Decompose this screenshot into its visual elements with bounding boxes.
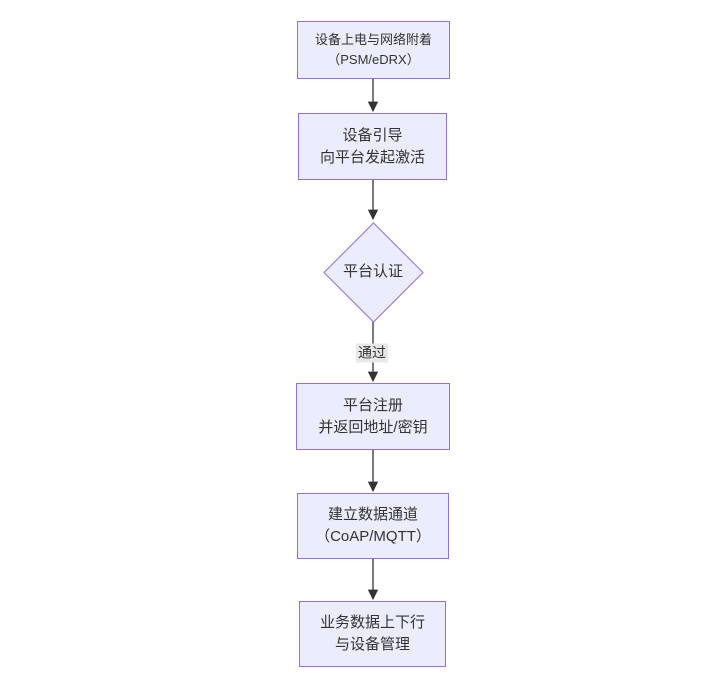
edge-label-pass: 通过 [356,343,388,363]
node-text-line: 并返回地址/密钥 [318,418,428,436]
node-text-line: 平台注册 [342,396,403,414]
node-bootstrap: 设备引导 向平台发起激活 [298,113,447,180]
node-business-data: 业务数据上下行 与设备管理 [299,601,446,667]
node-text-line: 设备上电与网络附着 [314,32,432,47]
node-text-line: 向平台发起激活 [319,148,425,166]
node-platform-auth: 平台认证 [322,221,424,323]
node-text-line: （PSM/eDRX） [327,52,420,67]
node-data-channel: 建立数据通道 （CoAP/MQTT） [297,493,449,559]
node-power-attach: 设备上电与网络附着 （PSM/eDRX） [297,21,450,79]
node-platform-register: 平台注册 并返回地址/密钥 [296,383,450,450]
node-text-line: 平台认证 [342,263,403,280]
node-text-line: 设备引导 [342,126,403,144]
node-text-line: 与设备管理 [334,636,410,653]
node-text-line: 建立数据通道 [327,506,418,523]
node-text-line: 业务数据上下行 [319,614,425,631]
node-text-line: （CoAP/MQTT） [315,528,431,545]
